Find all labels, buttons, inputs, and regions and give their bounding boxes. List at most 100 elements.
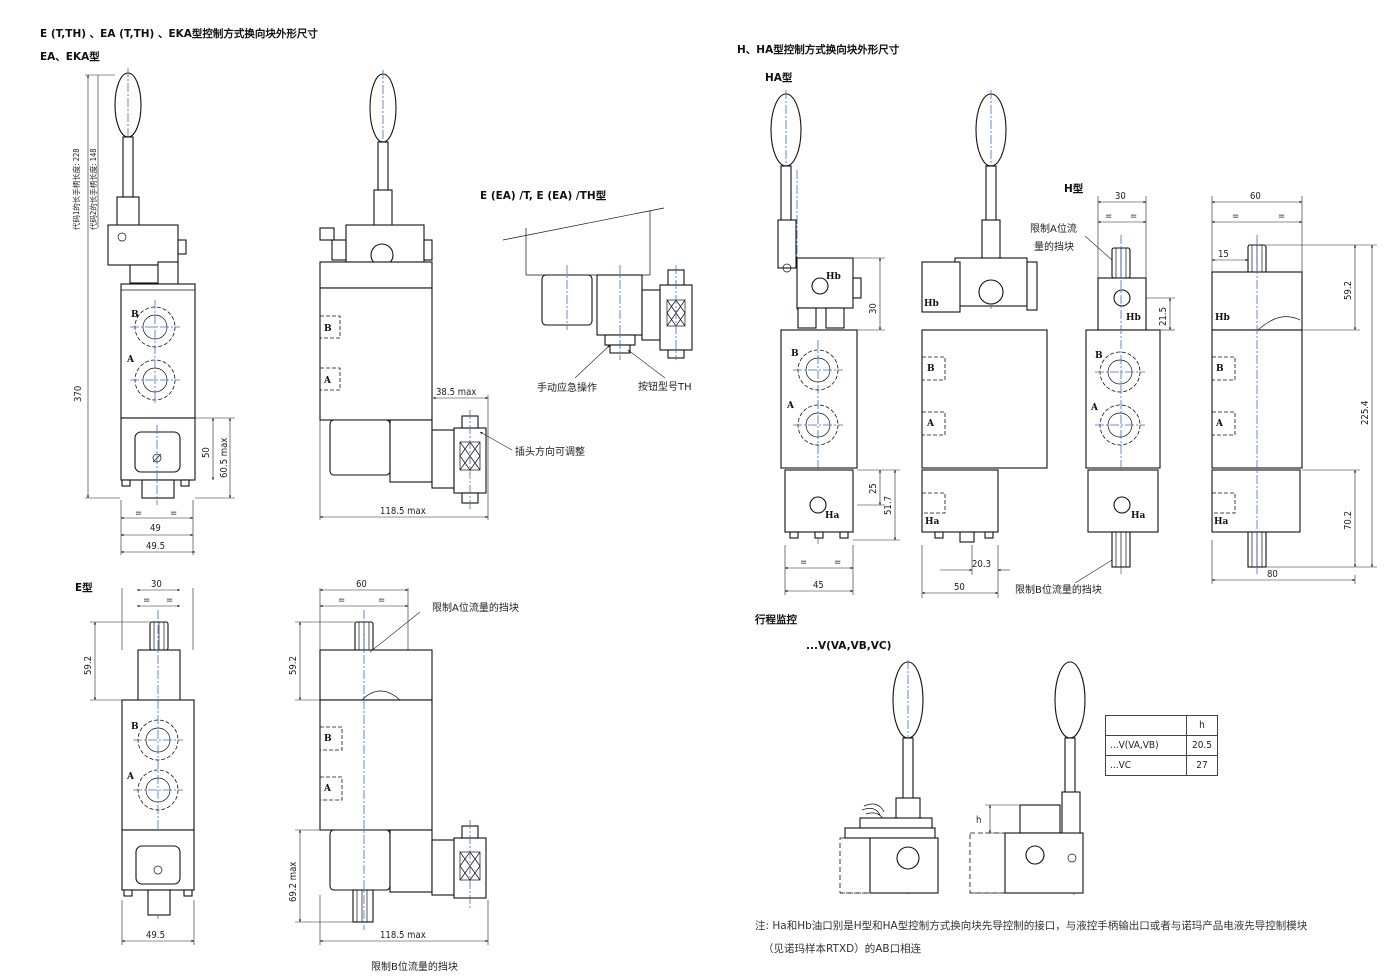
port-b-label: B: [131, 310, 139, 320]
h-side-port-a-label: A: [1215, 419, 1224, 429]
ha-side-ha-label: Ha: [925, 517, 940, 527]
table-header-cell: h: [1186, 715, 1218, 736]
stroke-monitor-front-view: [839, 660, 939, 895]
table-row: ...VC 27: [1105, 755, 1218, 776]
right-section-title: H、HA型控制方式换向块外形尺寸: [737, 43, 900, 56]
h-port-b-label: B: [1095, 351, 1103, 361]
table-cell: ...VC: [1105, 755, 1187, 776]
note-line-1: 注: Ha和Hb油口别是H型和HA型控制方式换向块先导控制的接口，与液控手柄输出…: [755, 919, 1308, 932]
stroke-dim-h: h: [976, 815, 981, 826]
h-side-dim-59-2: 59.2: [1343, 281, 1354, 300]
limit-b-flow-h-label: 限制B位流量的挡块: [1015, 583, 1102, 596]
h-side-dim-15: 15: [1218, 249, 1229, 260]
eq-mark-1: =: [135, 508, 142, 519]
dim-370: 370: [73, 386, 84, 402]
ha-front-view: Hb B A Ha: [770, 90, 862, 545]
ha-side-dim-20-3: 20.3: [972, 559, 991, 570]
handle-length-148: 代码2的长手柄长度: 148: [88, 148, 98, 230]
e-side-dim-60: 60: [356, 579, 367, 590]
left-section-title: E (T,TH) 、EA (T,TH) 、EKA型控制方式换向块外形尺寸: [40, 27, 318, 40]
h-front-view: Hb B A Ha: [1085, 235, 1161, 575]
h-side-eq-1: =: [1232, 211, 1239, 222]
manual-emergency-label: 手动应急操作: [537, 381, 597, 394]
ha-dim-30: 30: [868, 303, 879, 314]
e-dim-59-2: 59.2: [83, 656, 94, 675]
eq-mark-2: =: [170, 508, 177, 519]
h-port-a-label: A: [1090, 403, 1099, 413]
ha-front-dimensions: 30 25 51.7 = = 45: [784, 257, 900, 595]
h-front-hb-label: Hb: [1126, 313, 1141, 323]
e-dim-49-5: 49.5: [146, 930, 165, 941]
table-cell: ...V(VA,VB): [1105, 735, 1187, 756]
e-type-front-dimensions: 30 = = 59.2 49.5: [83, 579, 195, 945]
e-side-dim-69-2-max: 69.2 max: [288, 862, 299, 902]
e-eq-2: =: [166, 595, 173, 606]
ha-side-dim-50: 50: [954, 582, 965, 593]
plug-adjustable-label: 插头方向可调整: [515, 445, 585, 458]
e-ea-th-type-heading: E (EA) /T, E (EA) /TH型: [480, 189, 607, 202]
h-side-view: Hb B A Ha: [1211, 235, 1303, 575]
e-ea-th-detail-view: 手动应急操作 按钮型号TH: [502, 207, 693, 394]
h-side-dim-80: 80: [1267, 569, 1278, 580]
e-dim-30: 30: [151, 579, 162, 590]
port-a-label: A: [126, 355, 135, 365]
ha-front-ha-label: Ha: [825, 511, 840, 521]
e-side-dim-59-2: 59.2: [288, 656, 299, 675]
h-side-hb-label: Hb: [1215, 313, 1230, 323]
h-dim-21-5: 21.5: [1158, 307, 1169, 326]
h-side-dim-225-4: 225.4: [1360, 401, 1371, 425]
button-th-label: 按钮型号TH: [638, 380, 692, 393]
e-side-eq-1: =: [338, 595, 345, 606]
limit-b-flow-label: 限制B位流量的挡块: [371, 960, 458, 973]
ha-type-heading: HA型: [765, 71, 793, 84]
h-side-dim-60: 60: [1250, 191, 1261, 202]
ha-dim-25: 25: [868, 483, 879, 494]
e-eq-1: =: [143, 595, 150, 606]
e-type-heading: E型: [75, 581, 93, 594]
ha-front-hb-label: Hb: [826, 272, 841, 282]
e-type-side-view: B A: [319, 610, 487, 930]
e-port-b-label: B: [131, 722, 139, 732]
e-port-a-label: A: [126, 772, 135, 782]
h-eq-2: =: [1130, 211, 1137, 222]
dim-118-5-max-top: 118.5 max: [380, 506, 426, 517]
ha-side-port-a-label: A: [926, 419, 935, 429]
h-eq-1: =: [1105, 211, 1112, 222]
e-side-port-b-label: B: [324, 734, 332, 744]
ea-eka-front-dimensions: 370 代码1的长手柄长度: 228 代码2的长手柄长度: 148 50 60.…: [71, 74, 235, 555]
ha-dim-51-7: 51.7: [883, 496, 894, 515]
table-header-cell: [1105, 715, 1187, 736]
dim-49: 49: [150, 523, 161, 534]
ha-port-a-label: A: [786, 401, 795, 411]
h-dim-30: 30: [1115, 191, 1126, 202]
h-type-heading: H型: [1064, 182, 1084, 195]
note-line-2: （见诺玛样本RTXD）的AB口相连: [763, 942, 922, 955]
h-side-dim-70-2: 70.2: [1343, 511, 1354, 530]
table-row: ...V(VA,VB) 20.5: [1105, 735, 1218, 756]
table-cell: 27: [1186, 755, 1218, 776]
ha-port-b-label: B: [791, 349, 799, 359]
table-row: h: [1105, 715, 1218, 736]
stroke-monitor-side-view: h: [969, 661, 1086, 895]
ha-eq-1: =: [800, 557, 807, 568]
dim-38-5-max: 38.5 max: [436, 387, 476, 398]
h-side-ha-label: Ha: [1214, 517, 1229, 527]
handle-length-228: 代码1的长手柄长度: 228: [71, 148, 81, 230]
ha-side-dimensions: 20.3 50: [921, 545, 1010, 598]
h-side-port-b-label: B: [1216, 364, 1224, 374]
limit-a-flow-h-line2: 量的挡块: [1034, 240, 1074, 253]
port-b-side-label: B: [324, 324, 332, 334]
h-front-ha-label: Ha: [1131, 511, 1146, 521]
v-variants-heading: ...V(VA,VB,VC): [806, 640, 891, 652]
e-side-eq-2: =: [378, 595, 385, 606]
port-a-side-label: A: [323, 376, 332, 386]
e-type-front-view: B A: [121, 610, 195, 920]
ea-eka-type-heading: EA、EKA型: [40, 50, 100, 63]
dim-49-5: 49.5: [146, 541, 165, 552]
dim-50: 50: [201, 447, 212, 458]
e-type-side-dimensions: 60 = = 限制A位流量的挡块 59.2 69.2 max 118.5 max…: [288, 579, 519, 973]
ha-side-port-b-label: B: [927, 364, 935, 374]
table-cell: 20.5: [1186, 735, 1218, 756]
h-side-dimensions: 60 = = 15 59.2 225.4 70.2 80: [1211, 191, 1377, 584]
